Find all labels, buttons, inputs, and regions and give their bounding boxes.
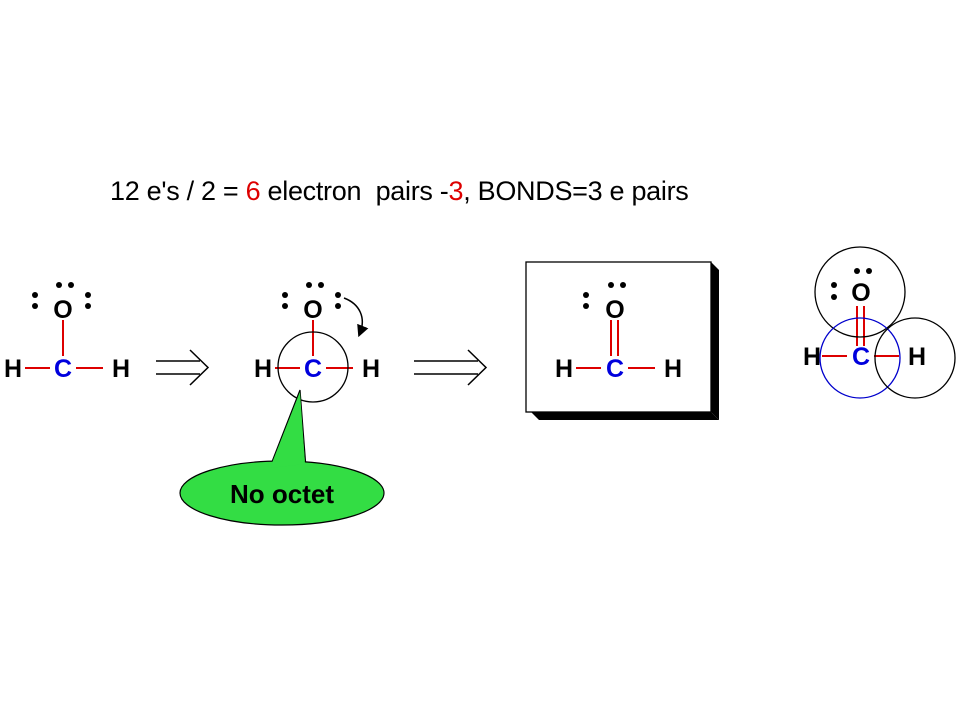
- oxygen-atom: O: [303, 296, 322, 324]
- structure-4-octets: O C H H: [803, 246, 956, 399]
- hydrogen-atom-right: H: [664, 355, 682, 383]
- structure-1: O C H H: [4, 282, 130, 383]
- structure-2: O C H H: [254, 282, 380, 403]
- title-part-1: 12 e's / 2 =: [110, 176, 246, 206]
- carbon-octet-circle: [277, 331, 349, 403]
- carbon-atom: C: [304, 355, 322, 383]
- hydrogen-atom-right: H: [362, 355, 380, 383]
- title-part-5: , BONDS=3 e pairs: [463, 176, 689, 206]
- oxygen-octet-circle: [814, 246, 906, 338]
- hydrogen-atom-left: H: [803, 343, 821, 371]
- equation-title: 12 e's / 2 = 6 electron pairs -3, BONDS=…: [110, 176, 689, 207]
- title-pair-count: 6: [245, 176, 261, 206]
- carbon-atom: C: [54, 355, 72, 383]
- title-bond-count: 3: [448, 176, 464, 206]
- hydrogen-atom-left: H: [555, 355, 573, 383]
- hydrogen-atom-left: H: [4, 355, 22, 383]
- reaction-arrow-1: [156, 349, 210, 386]
- hydrogen-octet-circle: [874, 317, 956, 399]
- title-part-3: electron pairs -: [260, 176, 449, 206]
- hydrogen-atom-right: H: [908, 343, 926, 371]
- carbon-atom: C: [852, 343, 870, 371]
- no-octet-callout: No octet: [179, 389, 385, 526]
- carbon-octet-circle: [819, 317, 901, 399]
- carbon-atom: C: [606, 355, 624, 383]
- hydrogen-atom-right: H: [112, 355, 130, 383]
- callout-label: No octet: [230, 479, 334, 509]
- reaction-arrow-2: [414, 349, 488, 386]
- electron-push-arrow: [343, 297, 369, 338]
- oxygen-atom: O: [851, 279, 870, 307]
- oxygen-atom: O: [53, 296, 72, 324]
- oxygen-atom: O: [605, 296, 624, 324]
- structure-3-boxed: O C H H: [525, 261, 719, 420]
- hydrogen-atom-left: H: [254, 355, 272, 383]
